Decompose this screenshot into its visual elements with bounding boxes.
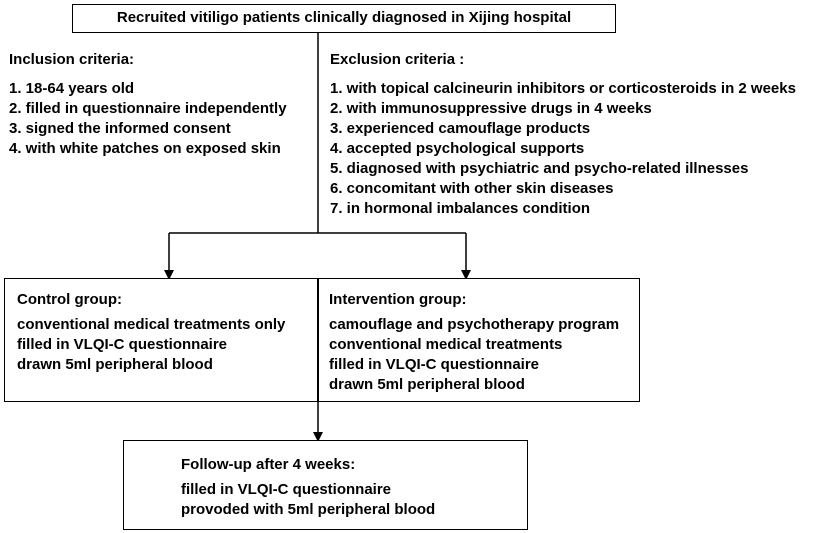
inclusion-title: Inclusion criteria: <box>9 51 135 68</box>
control-group-item: drawn 5ml peripheral blood <box>17 356 213 373</box>
follow-up-title: Follow-up after 4 weeks: <box>181 456 356 473</box>
inclusion-item: 2. filled in questionnaire independently <box>9 100 287 117</box>
control-group-list: conventional medical treatments only fil… <box>17 315 285 375</box>
control-group-title: Control group: <box>17 291 122 308</box>
inclusion-item: 3. signed the informed consent <box>9 120 231 137</box>
exclusion-title: Exclusion criteria : <box>330 51 465 68</box>
exclusion-item: 5. diagnosed with psychiatric and psycho… <box>330 160 749 177</box>
inclusion-list: 1. 18-64 years old 2. filled in question… <box>9 79 287 159</box>
control-group-item: conventional medical treatments only <box>17 316 286 333</box>
exclusion-list: 1. with topical calcineurin inhibitors o… <box>330 79 796 219</box>
intervention-group-item: filled in VLQI-C questionnaire <box>329 356 540 373</box>
exclusion-item: 4. accepted psychological supports <box>330 140 585 157</box>
exclusion-item: 2. with immunosuppressive drugs in 4 wee… <box>330 100 652 117</box>
intervention-group-item: drawn 5ml peripheral blood <box>329 376 525 393</box>
intervention-group-list: camouflage and psychotherapy program con… <box>329 315 619 395</box>
groups-box <box>4 278 640 402</box>
intervention-group-item: camouflage and psychotherapy program <box>329 316 620 333</box>
group-divider <box>317 278 319 402</box>
inclusion-item: 1. 18-64 years old <box>9 80 135 97</box>
follow-up-item: filled in VLQI-C questionnaire <box>181 481 392 498</box>
exclusion-item: 3. experienced camouflage products <box>330 120 591 137</box>
follow-up-item: provoded with 5ml peripheral blood <box>181 501 436 518</box>
follow-up-box <box>123 440 528 530</box>
recruitment-box: Recruited vitiligo patients clinically d… <box>72 4 616 33</box>
intervention-group-item: conventional medical treatments <box>329 336 563 353</box>
recruitment-text: Recruited vitiligo patients clinically d… <box>116 9 572 26</box>
inclusion-item: 4. with white patches on exposed skin <box>9 140 281 157</box>
intervention-group-title: Intervention group: <box>329 291 467 308</box>
exclusion-item: 7. in hormonal imbalances condition <box>330 200 591 217</box>
control-group-item: filled in VLQI-C questionnaire <box>17 336 228 353</box>
exclusion-item: 6. concomitant with other skin diseases <box>330 180 614 197</box>
exclusion-item: 1. with topical calcineurin inhibitors o… <box>330 80 796 97</box>
follow-up-list: filled in VLQI-C questionnaire provoded … <box>181 480 435 520</box>
